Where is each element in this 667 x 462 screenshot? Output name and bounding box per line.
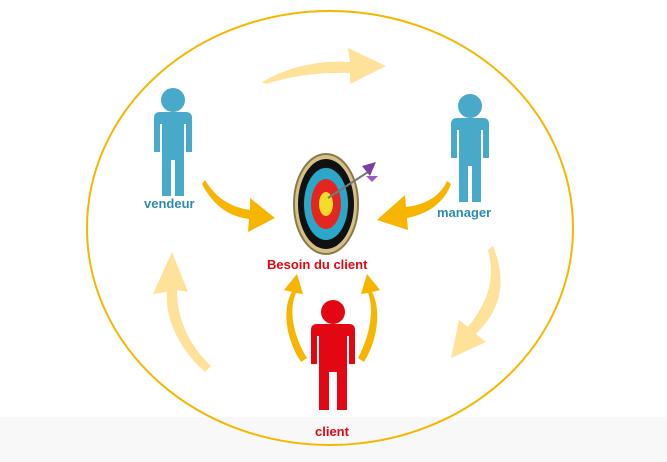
target-with-arrow-icon — [293, 153, 378, 255]
outer-circle — [86, 10, 574, 446]
person-icon-client — [311, 300, 355, 410]
arrow-vendeur-to-target — [202, 180, 275, 232]
faded-arrow-top — [262, 48, 386, 84]
faded-arrow-right — [451, 246, 501, 358]
person-icon-manager — [451, 94, 489, 202]
label-manager: manager — [437, 205, 492, 220]
arrow-manager-to-target — [377, 181, 451, 230]
arrow-client-left-to-target — [284, 274, 307, 362]
arrow-client-right-to-target — [358, 274, 380, 362]
label-vendeur: vendeur — [144, 196, 195, 211]
faded-arrow-left — [153, 252, 211, 372]
label-center-besoin: Besoin du client — [267, 257, 368, 272]
person-icon-vendeur — [154, 88, 192, 196]
label-client: client — [315, 424, 349, 439]
